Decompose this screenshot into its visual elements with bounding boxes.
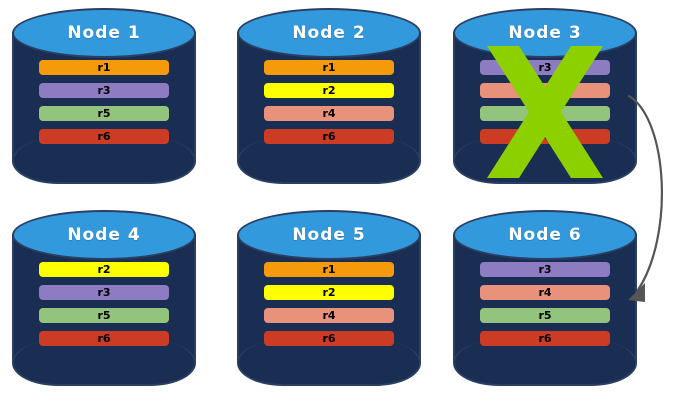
record-list-3: r3 r4 r5 r6 [480, 60, 610, 144]
node-cylinder-3[interactable]: Node 3 r3 r4 r5 r6 [453, 8, 637, 186]
record-bar[interactable]: r5 [39, 308, 169, 323]
record-list-4: r2 r3 r5 r6 [39, 262, 169, 346]
cylinder-top-ellipse [12, 8, 196, 58]
record-bar[interactable]: r6 [264, 129, 394, 144]
node-title-3: Node 3 [508, 23, 582, 43]
cylinder-bottom-cap [453, 340, 637, 386]
record-bar[interactable]: r3 [480, 262, 610, 277]
record-bar[interactable]: r3 [480, 60, 610, 75]
record-bar[interactable]: r5 [39, 106, 169, 121]
cylinder-top-ellipse [12, 210, 196, 260]
record-bar[interactable]: r6 [39, 129, 169, 144]
record-bar[interactable]: r1 [264, 60, 394, 75]
node-cylinder-1[interactable]: Node 1 r1 r3 r5 r6 [12, 8, 196, 186]
record-bar[interactable]: r6 [480, 129, 610, 144]
record-bar[interactable]: r1 [39, 60, 169, 75]
record-bar[interactable]: r2 [264, 285, 394, 300]
record-bar[interactable]: r4 [480, 285, 610, 300]
cylinder-bottom-cap [12, 340, 196, 386]
node-cylinder-5[interactable]: Node 5 r1 r2 r4 r6 [237, 210, 421, 388]
node-title-1: Node 1 [67, 23, 141, 43]
record-bar[interactable]: r5 [480, 308, 610, 323]
record-bar[interactable]: r6 [480, 331, 610, 346]
record-list-6: r3 r4 r5 r6 [480, 262, 610, 346]
cylinder-bottom-cap [453, 138, 637, 184]
record-bar[interactable]: r3 [39, 83, 169, 98]
cylinder-bottom-cap [237, 340, 421, 386]
record-bar[interactable]: r6 [39, 331, 169, 346]
record-bar[interactable]: r4 [264, 106, 394, 121]
record-list-5: r1 r2 r4 r6 [264, 262, 394, 346]
node-title-2: Node 2 [292, 23, 366, 43]
cylinder-bottom-cap [12, 138, 196, 184]
cylinder-bottom-cap [237, 138, 421, 184]
node-title-6: Node 6 [508, 225, 582, 245]
record-bar[interactable]: r5 [480, 106, 610, 121]
node-cylinder-2[interactable]: Node 2 r1 r2 r4 r6 [237, 8, 421, 186]
record-list-2: r1 r2 r4 r6 [264, 60, 394, 144]
record-bar[interactable]: r4 [264, 308, 394, 323]
record-bar[interactable]: r2 [264, 83, 394, 98]
record-list-1: r1 r3 r5 r6 [39, 60, 169, 144]
record-bar[interactable]: r2 [39, 262, 169, 277]
cylinder-top-ellipse [453, 210, 637, 260]
node-title-4: Node 4 [67, 225, 141, 245]
record-bar[interactable]: r1 [264, 262, 394, 277]
record-bar[interactable]: r6 [264, 331, 394, 346]
cylinder-top-ellipse [237, 8, 421, 58]
node-cylinder-4[interactable]: Node 4 r2 r3 r5 r6 [12, 210, 196, 388]
record-bar[interactable]: r4 [480, 83, 610, 98]
node-cylinder-6[interactable]: Node 6 r3 r4 r5 r6 [453, 210, 637, 388]
node-title-5: Node 5 [292, 225, 366, 245]
record-bar[interactable]: r3 [39, 285, 169, 300]
cylinder-top-ellipse [237, 210, 421, 260]
